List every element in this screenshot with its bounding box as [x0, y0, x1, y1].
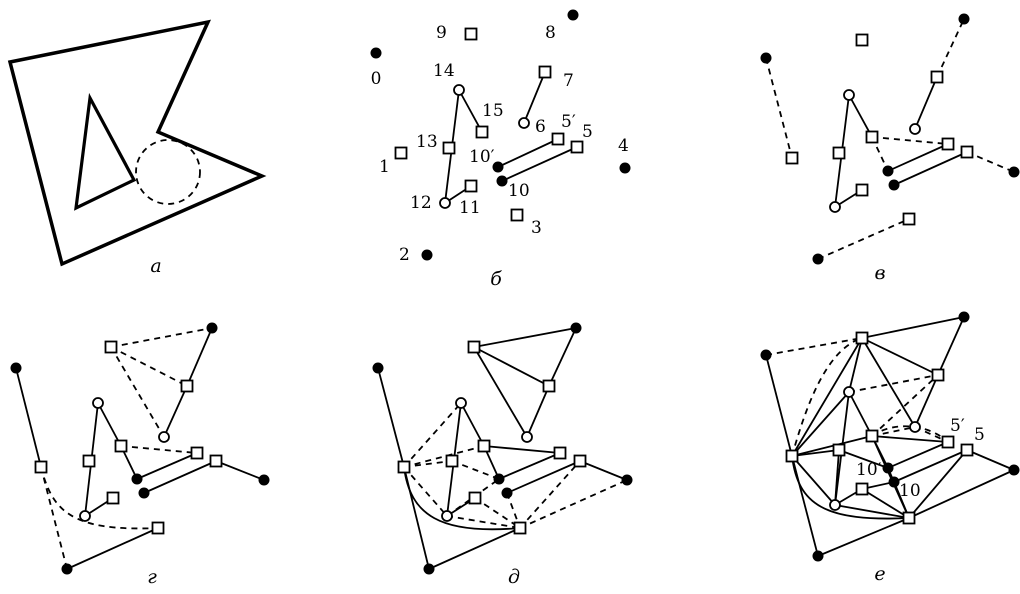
caption-e: е [874, 563, 885, 585]
label-13: 13 [416, 132, 438, 152]
vertex-7 [538, 65, 552, 79]
vertex-14 [453, 84, 465, 96]
panel-a: а [7, 19, 267, 277]
caption-d: д [508, 566, 520, 588]
panel-b: 0 1 2 3 4 5 5′ 6 7 8 9 10 10′ 11 12 13 1… [370, 9, 631, 290]
label-e-10p: 10′ [856, 460, 882, 480]
panel-g-dashed-edges [40, 327, 213, 570]
vertex-5 [570, 140, 584, 154]
label-11: 11 [459, 198, 481, 218]
vertex-2 [421, 249, 433, 261]
label-10: 10 [508, 181, 530, 201]
vertex-9 [464, 27, 478, 41]
label-8: 8 [545, 23, 556, 43]
label-15: 15 [482, 101, 504, 121]
panel-d-dashed-edges [403, 402, 628, 529]
panel-e-labels: 5 5′ 10 10′ [856, 416, 985, 501]
vertex-13 [442, 141, 456, 155]
vertex-4 [619, 162, 631, 174]
label-1: 1 [379, 157, 390, 177]
panel-b-labels: 0 1 2 3 4 5 5′ 6 7 8 9 10 10′ 11 12 13 1… [371, 23, 629, 265]
caption-v: в [874, 262, 885, 284]
vertex-5p [551, 132, 565, 146]
caption-g: г [147, 566, 157, 588]
label-5: 5 [582, 122, 593, 142]
label-12: 12 [410, 193, 432, 213]
caption-b: б [490, 268, 502, 290]
vertex-1 [394, 146, 408, 160]
vertex-15 [475, 125, 489, 139]
vertex-10 [496, 175, 508, 187]
outer-polygon [7, 19, 267, 267]
vertex-12 [439, 197, 451, 209]
panel-e: 5 5′ 10 10′ е [760, 311, 1020, 585]
vertex-0 [370, 47, 382, 59]
label-e-5: 5 [974, 425, 985, 445]
panel-e-dashed-edges [765, 337, 949, 457]
label-10p: 10′ [469, 147, 495, 167]
label-e-5p: 5′ [950, 416, 965, 436]
vertex-11 [464, 179, 478, 193]
label-0: 0 [371, 69, 382, 89]
panel-v: в [760, 13, 1020, 284]
panel-d-solid-edges [377, 327, 628, 570]
label-6: 6 [535, 117, 546, 137]
label-2: 2 [399, 245, 410, 265]
panel-d: д [372, 322, 633, 588]
label-e-10: 10 [899, 481, 921, 501]
panel-g-solid-edges [15, 327, 265, 570]
label-9: 9 [436, 23, 447, 43]
vertex-3 [510, 208, 524, 222]
vertex-6 [518, 117, 530, 129]
label-14: 14 [433, 61, 455, 81]
label-7: 7 [563, 71, 574, 91]
dashed-circle [135, 139, 201, 205]
label-3: 3 [531, 218, 542, 238]
caption-a: а [150, 255, 161, 277]
panel-v-dashed-edges [765, 18, 1015, 260]
vertex-8 [567, 9, 579, 21]
label-5p: 5′ [561, 112, 576, 132]
panel-g: г [10, 322, 270, 588]
label-4: 4 [618, 136, 629, 156]
inner-triangle [74, 92, 137, 211]
